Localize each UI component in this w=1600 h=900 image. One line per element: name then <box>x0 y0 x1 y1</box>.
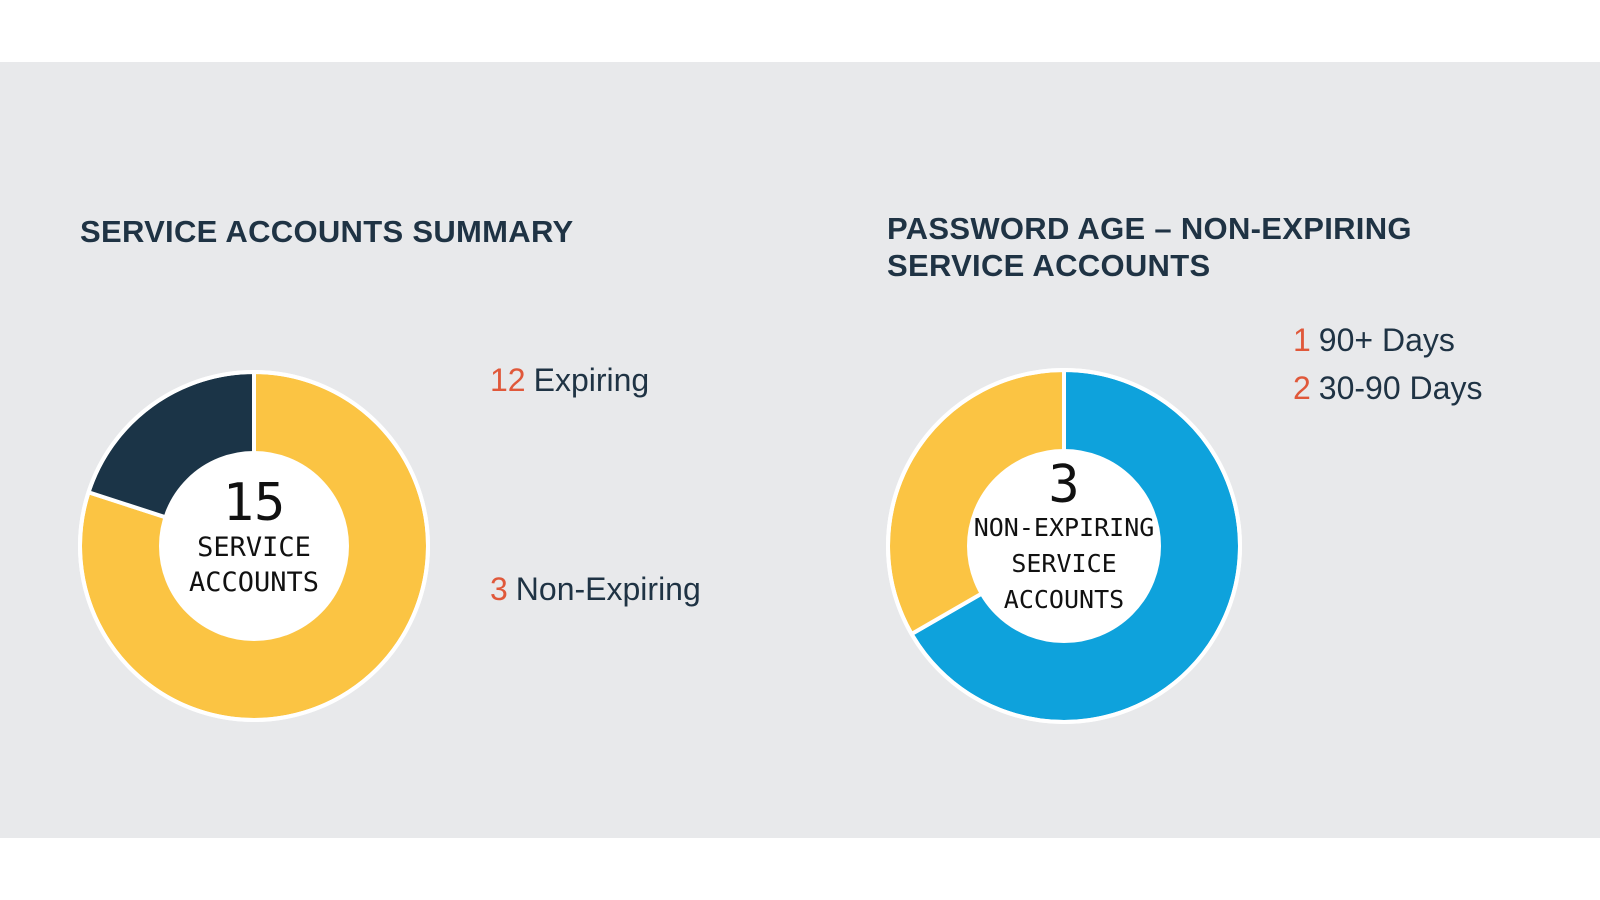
donut-outer-ring <box>886 368 1242 724</box>
center-label-line-2: SERVICE <box>1011 549 1116 578</box>
legend-label: Non-Expiring <box>515 571 701 607</box>
service-accounts-donut-chart: 15 SERVICE ACCOUNTS <box>78 370 430 722</box>
legend-label: Expiring <box>533 362 650 398</box>
legend-number: 12 <box>490 362 526 398</box>
legend-label: 90+ Days <box>1318 322 1455 358</box>
legend-number: 2 <box>1293 370 1311 406</box>
donut-center-hole <box>159 451 349 641</box>
center-total-number: 3 <box>1048 455 1079 515</box>
password-age-donut-chart: 3 NON-EXPIRING SERVICE ACCOUNTS <box>886 368 1242 724</box>
center-total-number: 15 <box>223 473 286 533</box>
center-label-line-1: NON-EXPIRING <box>974 513 1155 542</box>
password-age-title: PASSWORD AGE – NON-EXPIRING SERVICE ACCO… <box>887 210 1507 284</box>
legend-label: 30-90 Days <box>1318 370 1483 406</box>
center-label-line-1: SERVICE <box>197 532 311 563</box>
legend-number: 3 <box>490 571 508 607</box>
center-label-line-2: ACCOUNTS <box>189 567 319 598</box>
service-accounts-summary-title: SERVICE ACCOUNTS SUMMARY <box>80 214 574 249</box>
legend-number: 1 <box>1293 322 1311 358</box>
password-age-title-line-1: PASSWORD AGE – NON-EXPIRING <box>887 211 1412 246</box>
center-label-line-3: ACCOUNTS <box>1004 585 1124 614</box>
donut-center-hole <box>967 449 1161 643</box>
password-age-title-line-2: SERVICE ACCOUNTS <box>887 248 1211 283</box>
donut-outer-ring <box>78 370 430 722</box>
